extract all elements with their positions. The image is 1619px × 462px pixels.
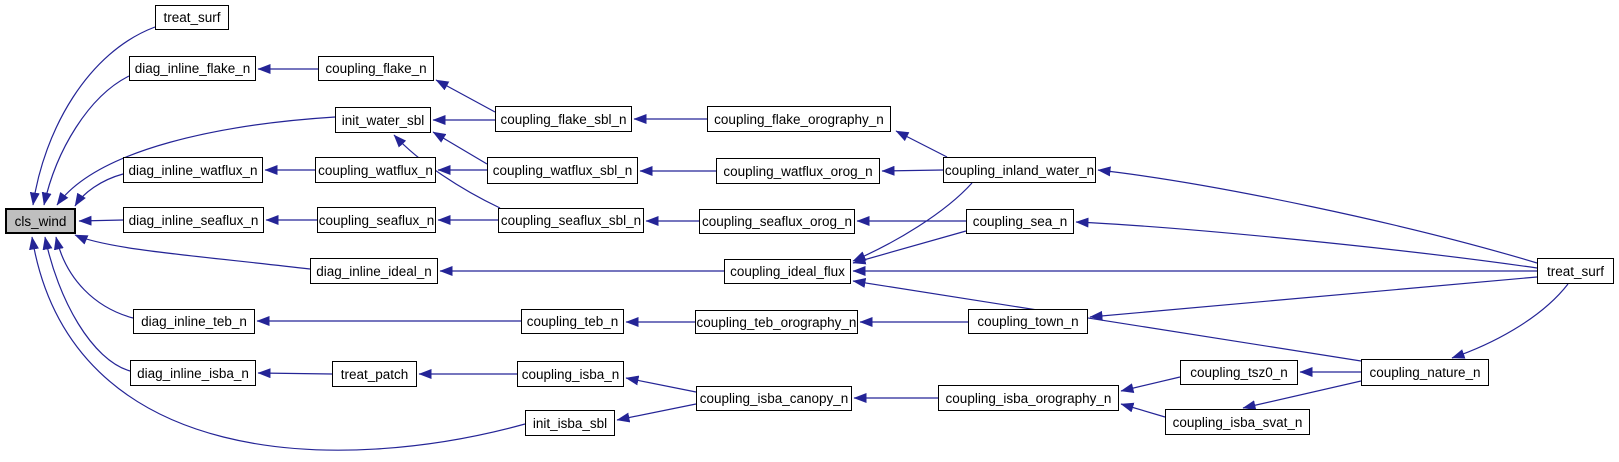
- graph-node-coupling_seaflux_orog_n[interactable]: coupling_seaflux_orog_n: [699, 209, 855, 234]
- graph-node-coupling_nature_n[interactable]: coupling_nature_n: [1361, 359, 1489, 386]
- edge-coupling_isba_svat_n-to-coupling_isba_orography_n: [1120, 402, 1166, 418]
- edge-treat_surf_right-to-coupling_town_n: [1089, 276, 1538, 321]
- edge-diag_inline_watflux_n-to-cls_wind: [74, 173, 124, 207]
- edge-coupling_sea_n-to-coupling_ideal_flux: [852, 230, 967, 265]
- edge-coupling_nature_n-to-coupling_ideal_flux: [852, 278, 1362, 362]
- graph-node-diag_inline_ideal_n[interactable]: diag_inline_ideal_n: [310, 258, 438, 284]
- graph-node-coupling_isba_canopy_n[interactable]: coupling_isba_canopy_n: [696, 386, 852, 411]
- graph-node-diag_inline_seaflux_n[interactable]: diag_inline_seaflux_n: [123, 207, 264, 233]
- graph-node-coupling_flake_n[interactable]: coupling_flake_n: [318, 56, 434, 81]
- edge-diag_inline_seaflux_n-to-cls_wind: [78, 215, 124, 226]
- edge-diag_inline_flake_n-to-cls_wind: [41, 75, 130, 206]
- graph-node-treat_surf_right[interactable]: treat_surf: [1537, 258, 1614, 284]
- edge-coupling_isba_canopy_n-to-init_isba_sbl: [616, 403, 697, 423]
- edge-diag_inline_teb_n-to-cls_wind: [53, 236, 134, 319]
- graph-node-coupling_teb_n[interactable]: coupling_teb_n: [521, 309, 624, 334]
- graph-node-coupling_seaflux_n[interactable]: coupling_seaflux_n: [317, 207, 436, 233]
- graph-node-coupling_teb_orography_n[interactable]: coupling_teb_orography_n: [695, 310, 858, 334]
- graph-node-coupling_flake_sbl_n[interactable]: coupling_flake_sbl_n: [495, 106, 632, 132]
- graph-node-treat_surf_top[interactable]: treat_surf: [155, 5, 229, 30]
- graph-node-coupling_watflux_sbl_n[interactable]: coupling_watflux_sbl_n: [487, 157, 638, 184]
- edge-coupling_isba_canopy_n-to-coupling_isba_n: [625, 375, 697, 393]
- graph-node-diag_inline_flake_n[interactable]: diag_inline_flake_n: [129, 56, 256, 81]
- graph-node-init_water_sbl[interactable]: init_water_sbl: [335, 107, 431, 133]
- edge-coupling_tsz0_n-to-coupling_isba_orography_n: [1120, 376, 1181, 393]
- edge-init_water_sbl-to-cls_wind: [56, 116, 336, 206]
- edge-treat_patch-to-diag_inline_isba_n: [257, 368, 333, 379]
- graph-node-coupling_isba_orography_n[interactable]: coupling_isba_orography_n: [938, 385, 1119, 411]
- graph-node-coupling_isba_svat_n[interactable]: coupling_isba_svat_n: [1165, 409, 1310, 435]
- edge-treat_surf_right-to-coupling_sea_n: [1075, 217, 1538, 269]
- edge-coupling_watflux_sbl_n-to-init_water_sbl: [432, 131, 488, 165]
- graph-node-diag_inline_watflux_n[interactable]: diag_inline_watflux_n: [123, 157, 263, 183]
- edge-treat_surf_right-to-coupling_inland_water_n: [1097, 166, 1538, 264]
- edge-coupling_inland_water_n-to-coupling_flake_orography_n: [895, 130, 948, 158]
- graph-node-coupling_tsz0_n[interactable]: coupling_tsz0_n: [1180, 360, 1298, 385]
- graph-node-coupling_inland_water_n[interactable]: coupling_inland_water_n: [943, 157, 1096, 183]
- edge-coupling_flake_sbl_n-to-coupling_flake_n: [435, 79, 496, 113]
- edge-coupling_seaflux_sbl_n-to-init_water_sbl: [393, 134, 501, 209]
- graph-node-diag_inline_teb_n[interactable]: diag_inline_teb_n: [133, 309, 255, 334]
- edge-diag_inline_isba_n-to-cls_wind: [42, 236, 131, 372]
- graph-node-coupling_town_n[interactable]: coupling_town_n: [968, 309, 1088, 334]
- graph-node-coupling_watflux_orog_n[interactable]: coupling_watflux_orog_n: [716, 158, 880, 184]
- graph-node-init_isba_sbl[interactable]: init_isba_sbl: [525, 410, 615, 436]
- graph-node-treat_patch[interactable]: treat_patch: [332, 361, 417, 387]
- edge-diag_inline_ideal_n-to-cls_wind: [74, 234, 311, 270]
- graph-node-cls_wind: cls_wind: [5, 208, 76, 234]
- graph-node-coupling_sea_n[interactable]: coupling_sea_n: [966, 209, 1074, 234]
- graph-node-coupling_isba_n[interactable]: coupling_isba_n: [517, 361, 624, 387]
- edge-init_isba_sbl-to-cls_wind: [29, 236, 526, 451]
- edge-coupling_nature_n-to-coupling_isba_svat_n: [1242, 380, 1362, 411]
- edge-coupling_inland_water_n-to-coupling_watflux_orog_n: [881, 165, 944, 176]
- graph-node-diag_inline_isba_n[interactable]: diag_inline_isba_n: [130, 360, 256, 386]
- edge-coupling_inland_water_n-to-coupling_ideal_flux: [852, 182, 973, 262]
- edge-treat_surf_right-to-coupling_nature_n: [1451, 283, 1569, 359]
- edge-treat_surf_top-to-cls_wind: [29, 26, 156, 206]
- graph-node-coupling_seaflux_sbl_n[interactable]: coupling_seaflux_sbl_n: [498, 208, 644, 233]
- graph-node-coupling_ideal_flux[interactable]: coupling_ideal_flux: [724, 259, 851, 284]
- graph-node-coupling_watflux_n[interactable]: coupling_watflux_n: [315, 157, 436, 183]
- graph-node-coupling_flake_orography_n[interactable]: coupling_flake_orography_n: [707, 106, 891, 132]
